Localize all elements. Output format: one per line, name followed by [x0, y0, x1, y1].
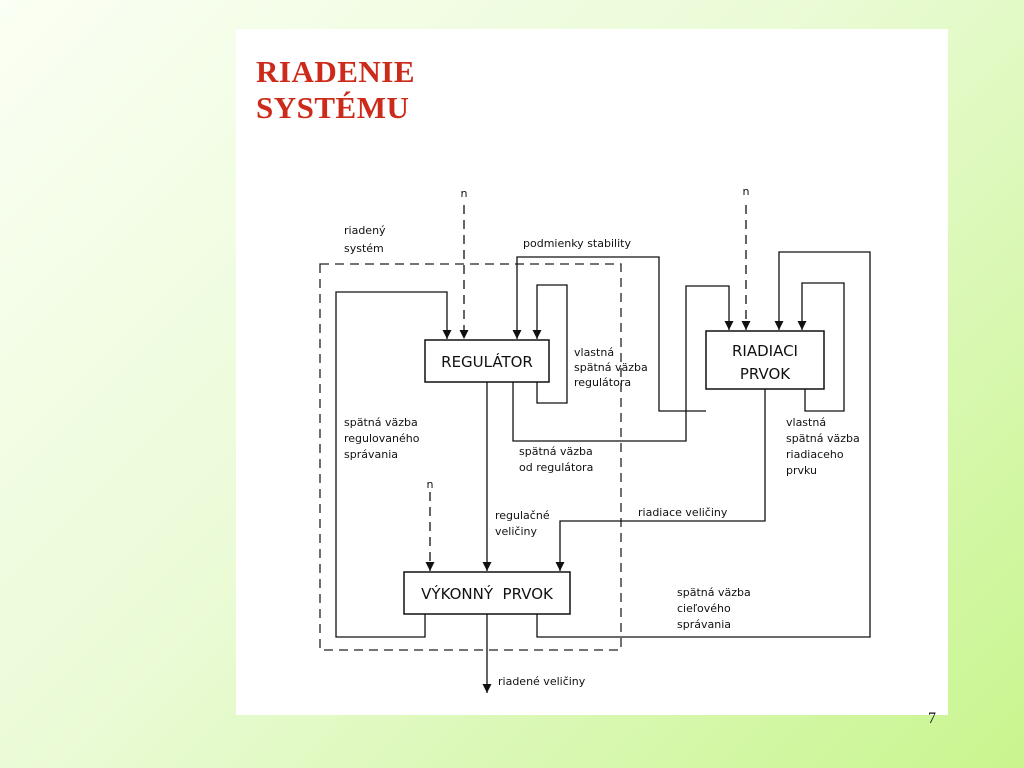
riadene-veliciny-label: riadené veličiny — [498, 675, 586, 688]
slide-title: RIADENIE SYSTÉMU — [256, 54, 415, 126]
spatna-vazba-od-regulatora-1: spätná väzba — [519, 445, 593, 458]
slide-panel — [236, 29, 948, 715]
n-label-riadiaci: n — [743, 185, 750, 198]
n-label-vykonny: n — [427, 478, 434, 491]
control-quantities-line — [555, 389, 766, 571]
riadiaci-prvok-box — [705, 330, 825, 390]
spatna-vazba-cieloveho-2: cieľového — [677, 602, 731, 615]
riadiaci-prvok-label-2: PRVOK — [740, 365, 791, 383]
regulacne-veliciny-2: veličiny — [495, 525, 537, 538]
slide-title-line-2: SYSTÉMU — [256, 90, 410, 125]
riadiaci-prvok-label-1: RIADIACI — [732, 342, 798, 360]
spatna-vazba-regulovaneho-1: spätná väzba — [344, 416, 418, 429]
regulator-box-label: REGULÁTOR — [441, 352, 533, 371]
riadeny-system-label-1: riadený — [344, 224, 386, 237]
n-label-regulator: n — [461, 187, 468, 200]
spatna-vazba-od-regulatora-2: od regulátora — [519, 461, 593, 474]
page-number: 7 — [928, 710, 936, 727]
vlastna-vazba-riadiaceho-3: riadiaceho — [786, 448, 844, 461]
regulated-behaviour-feedback-line — [335, 291, 452, 638]
vykonny-prvok-label: VÝKONNÝ PRVOK — [421, 584, 554, 603]
riadiace-veliciny-label: riadiace veličiny — [638, 506, 728, 519]
vykonny-prvok-box — [403, 571, 571, 615]
vlastna-vazba-regulatora-1: vlastná — [574, 346, 614, 359]
spatna-vazba-cieloveho-1: spätná väzba — [677, 586, 751, 599]
regulator-own-feedback-line — [532, 284, 568, 404]
vlastna-vazba-riadiaceho-4: prvku — [786, 464, 817, 477]
slide-title-line-1: RIADENIE — [256, 54, 416, 89]
riadiaci-own-feedback-line — [797, 282, 845, 412]
vlastna-vazba-riadiaceho-1: vlastná — [786, 416, 826, 429]
stability-conditions-line — [512, 256, 706, 412]
spatna-vazba-regulovaneho-2: regulovaného — [344, 432, 420, 445]
spatna-vazba-regulovaneho-3: správania — [344, 448, 398, 461]
riadeny-system-boundary — [319, 263, 622, 651]
vlastna-vazba-regulatora-2: spätná väzba — [574, 361, 648, 374]
target-behaviour-feedback-line — [536, 251, 871, 638]
riadeny-system-label-2: systém — [344, 242, 384, 255]
regulacne-veliciny-1: regulačné — [495, 509, 550, 522]
podmienky-stability-label: podmienky stability — [523, 237, 631, 250]
vlastna-vazba-regulatora-3: regulátora — [574, 376, 631, 389]
spatna-vazba-cieloveho-3: správania — [677, 618, 731, 631]
vlastna-vazba-riadiaceho-2: spätná väzba — [786, 432, 860, 445]
regulator-feedback-to-riadiaci-line — [512, 285, 734, 442]
